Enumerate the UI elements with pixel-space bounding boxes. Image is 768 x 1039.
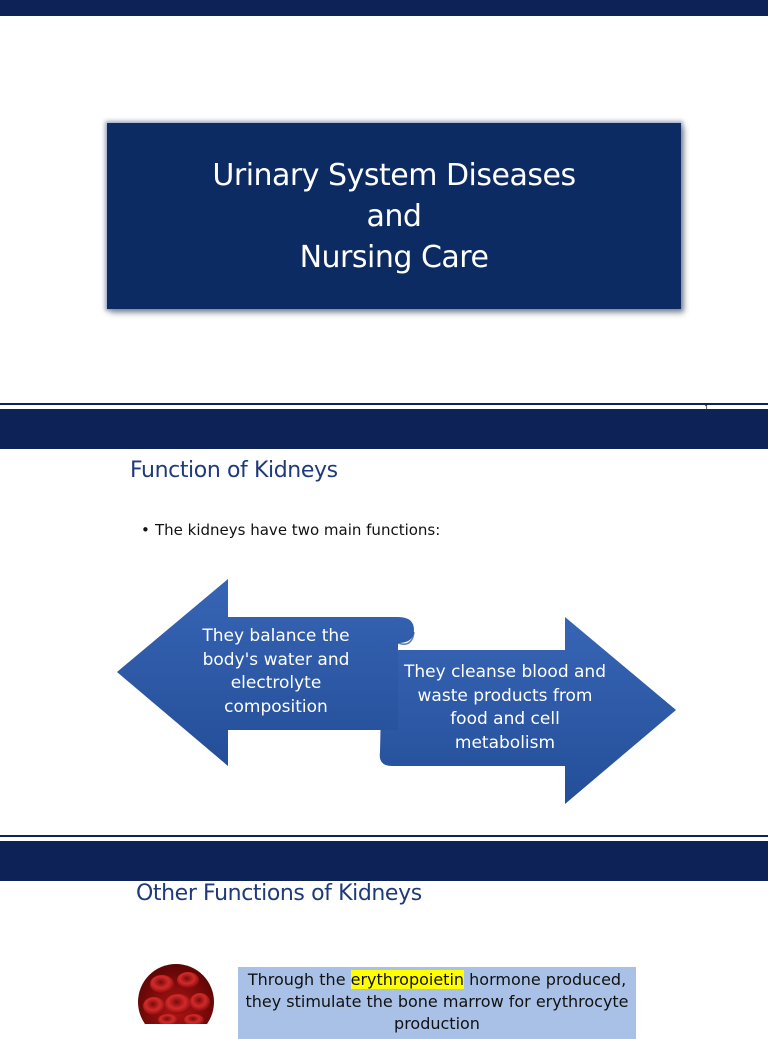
bullet-dot: •	[141, 521, 150, 539]
scroll-curl	[397, 631, 415, 645]
top-bar	[0, 0, 768, 16]
left-arrow-line: body's water and	[202, 649, 350, 670]
left-arrow-text: They balance the body's water and electr…	[186, 625, 366, 719]
slide3-header-bar	[0, 841, 768, 881]
info-text-before: Through the	[247, 970, 351, 989]
title-line-1: Urinary System Diseases	[212, 157, 576, 193]
info-line-3: production	[394, 1014, 480, 1033]
info-line-1: Through the erythropoietin hormone produ…	[238, 969, 636, 991]
divider-line-2	[0, 835, 768, 837]
title-box: Urinary System Diseases and Nursing Care	[107, 123, 681, 309]
right-arrow-text: They cleanse blood and waste products fr…	[390, 661, 620, 755]
page-number: 1	[704, 404, 709, 413]
info-line-2: they stimulate the bone marrow for eryth…	[245, 992, 629, 1011]
left-arrow-line: They balance the	[202, 626, 350, 646]
left-arrow-line: composition	[224, 696, 328, 717]
slide3-heading: Other Functions of Kidneys	[136, 881, 422, 906]
highlighted-term: erythropoietin	[350, 970, 465, 989]
right-arrow-line: waste products from	[417, 685, 593, 706]
title-line-3: Nursing Care	[299, 239, 489, 275]
blood-cells-image	[138, 964, 214, 1024]
divider-line-1	[0, 403, 768, 405]
left-arrow-shape	[117, 579, 414, 766]
double-arrow-diagram	[117, 579, 676, 804]
right-arrow-line: metabolism	[454, 732, 556, 753]
left-arrow-line: electrolyte	[230, 673, 322, 693]
right-arrow-shape	[379, 617, 676, 804]
right-arrow-line: food and cell	[450, 709, 560, 729]
info-text-after: hormone produced,	[464, 970, 627, 989]
right-arrow-line: They cleanse blood and	[403, 662, 607, 682]
slide2-header-bar	[0, 409, 768, 449]
erythropoietin-info-box: Through the erythropoietin hormone produ…	[238, 967, 636, 1039]
bullet-text: The kidneys have two main functions:	[155, 521, 441, 539]
bullet-item: • The kidneys have two main functions:	[141, 521, 440, 539]
title-line-2: and	[366, 198, 422, 234]
slide2-heading: Function of Kidneys	[130, 458, 338, 483]
